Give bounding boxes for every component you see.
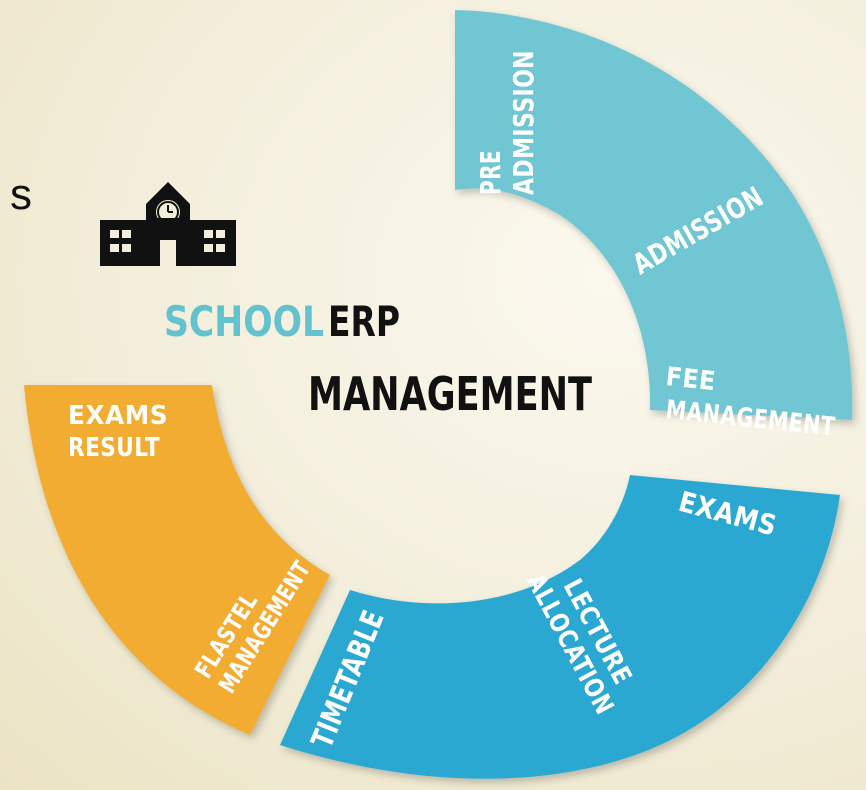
title-management: MANAGEMENT bbox=[308, 367, 592, 421]
title-erp: ERP bbox=[328, 297, 400, 346]
segment-label-exams-result-1: EXAMS bbox=[68, 401, 168, 431]
segment-label-admission-line2: ADMISSION bbox=[507, 50, 540, 195]
segment-label-fee: FEE bbox=[664, 362, 717, 397]
cropped-text-fragment: s bbox=[10, 170, 32, 219]
segment-label-pre: PRE bbox=[474, 150, 507, 195]
segment-exams-result-group bbox=[24, 385, 330, 735]
segment-label-exams-result-2: RESULT bbox=[68, 433, 160, 463]
segment-admission-group bbox=[455, 10, 853, 420]
title-school: SCHOOL bbox=[164, 297, 324, 346]
school-building-icon bbox=[100, 182, 236, 266]
segment-exams-group bbox=[280, 475, 840, 779]
